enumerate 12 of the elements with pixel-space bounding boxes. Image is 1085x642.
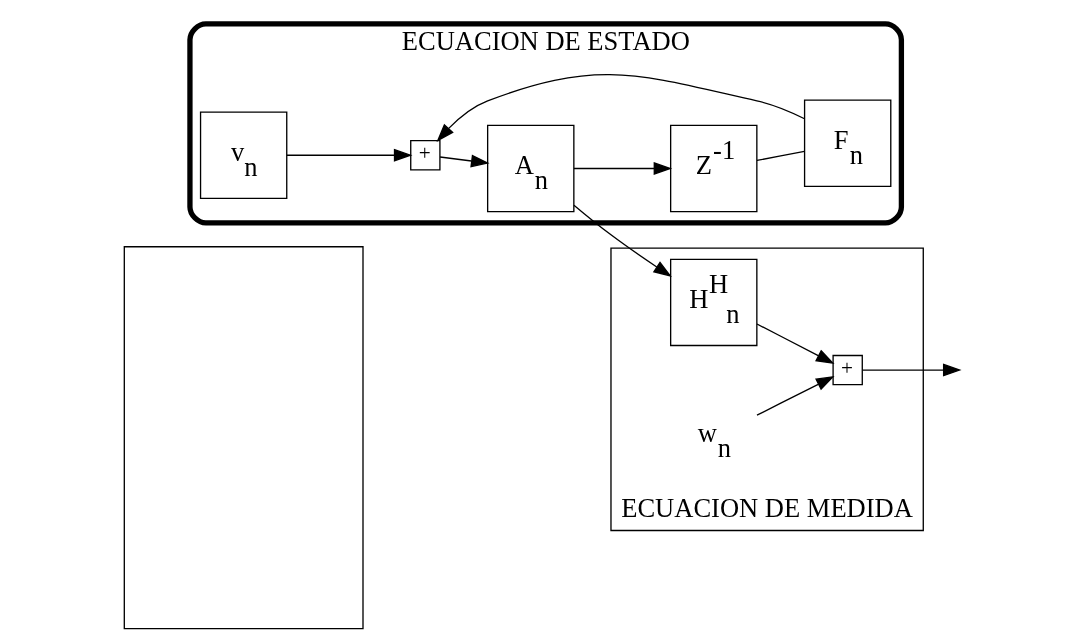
node-box: + [832,354,863,386]
node-box: + [410,140,441,171]
arrow [286,148,413,162]
connector [756,150,806,162]
arrow [756,376,835,416]
node-box [123,246,364,630]
arrow [436,74,806,142]
arrow [439,154,490,168]
arrow [756,323,835,364]
arrow [861,363,962,377]
arrow [573,204,672,277]
arrow [573,162,673,175]
